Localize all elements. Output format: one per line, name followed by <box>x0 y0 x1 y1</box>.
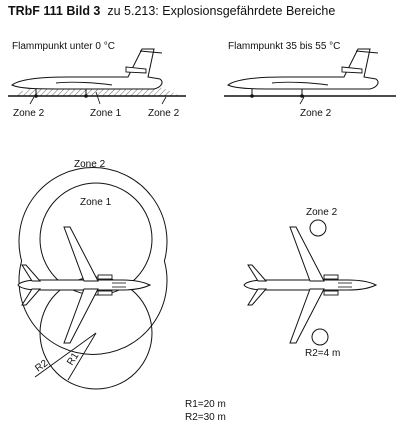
leader-line <box>29 96 35 105</box>
side-view-left: Flammpunkt unter 0 °C Zone 2 Zone 1 Zone… <box>8 41 186 119</box>
label-zone-2-right: Zone 2 <box>148 108 180 119</box>
legend-r2: R2=30 m <box>185 412 226 423</box>
label-zone-1: Zone 1 <box>90 108 122 119</box>
page-title: TRbF 111 Bild 3 zu 5.213: Explosionsgefä… <box>8 4 335 18</box>
vent-zone-circle-lower <box>311 328 329 346</box>
vent-zone-circle-upper <box>309 219 327 237</box>
leader-line <box>161 96 167 105</box>
radius-line-r1 <box>67 332 97 381</box>
label-radius-small: R2=4 m <box>305 348 340 359</box>
leader-line <box>299 96 305 105</box>
aircraft-top-icon <box>17 226 151 344</box>
top-view-right: Zone 2 R2=4 m <box>243 207 377 359</box>
label-zone-2-small: Zone 2 <box>306 207 338 218</box>
label-zone-2-left: Zone 2 <box>13 108 45 119</box>
title-document-ref: TRbF 111 Bild 3 <box>8 4 101 18</box>
zone-1-circle-upper <box>39 182 153 296</box>
zone-2-outline <box>18 167 168 355</box>
top-view-left: Zone 2 Zone 1 R2 R1 R1=20 m R2=30 m <box>17 159 226 423</box>
caption-flashpoint-35-55: Flammpunkt 35 bis 55 °C <box>228 41 340 52</box>
aircraft-side-icon <box>227 48 379 99</box>
title-description: zu 5.213: Explosionsgefährdete Bereiche <box>107 4 336 18</box>
label-zone-2-outer: Zone 2 <box>74 159 106 170</box>
label-r2: R2 <box>33 358 50 375</box>
leader-line <box>95 91 101 105</box>
radius-line-r2 <box>34 332 97 378</box>
side-view-right: Flammpunkt 35 bis 55 °C Zone 2 <box>224 41 396 119</box>
label-zone-1-inner: Zone 1 <box>80 197 112 208</box>
caption-flashpoint-below-zero: Flammpunkt unter 0 °C <box>12 41 115 52</box>
label-zone-2: Zone 2 <box>300 108 332 119</box>
legend-r1: R1=20 m <box>185 399 226 410</box>
aircraft-top-icon <box>243 226 377 344</box>
